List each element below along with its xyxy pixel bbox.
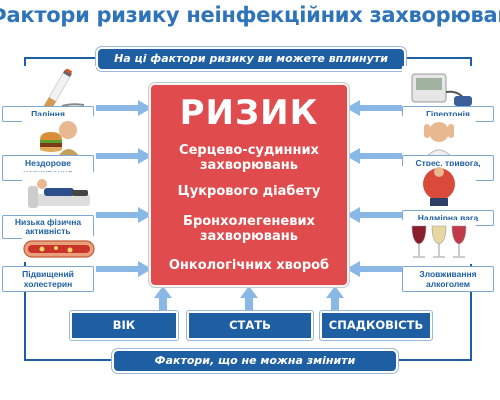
risk-box: РИЗИК Серцево-судинних захворювань Цукро… (151, 85, 347, 285)
overweight-person-icon (402, 166, 476, 210)
sofa-person-icon (22, 172, 96, 216)
nonmodifiable-factors-banner: Фактори, що не можна змінити (112, 349, 398, 373)
page-title: Фактори ризику неінфекційних захворювань (0, 3, 500, 27)
modifiable-factors-banner: На ці фактори ризику ви можете вплинути (96, 47, 406, 71)
connector-line (394, 359, 472, 361)
factor-label: Низька фізична активність (2, 215, 94, 239)
connector-line (24, 359, 112, 361)
cigarette-icon (22, 66, 96, 114)
arrow-right-icon (96, 100, 152, 116)
wine-glasses-icon (402, 220, 476, 264)
blood-pressure-monitor-icon (402, 66, 476, 110)
arrow-up-icon (326, 286, 344, 312)
factor-label: Підвищений холестерин (2, 266, 94, 292)
arrow-left-icon (346, 207, 402, 223)
connector-line (24, 299, 26, 359)
connector-line (404, 57, 472, 59)
risk-item-oncology: Онкологічних хвороб (168, 258, 330, 273)
cholesterol-vessel-icon (22, 236, 96, 262)
arrow-right-icon (96, 261, 152, 277)
risk-item-bronchopulmonary: Бронхолегеневих захворювань (183, 214, 315, 244)
factor-label: Зловживання алкоголем (402, 266, 494, 292)
nonmodifiable-heredity: СПАДКОВІСТЬ (320, 311, 432, 340)
risk-title: РИЗИК (179, 93, 319, 133)
nonmodifiable-sex: СТАТЬ (187, 311, 313, 340)
arrow-left-icon (346, 100, 402, 116)
arrow-up-icon (240, 286, 258, 312)
arrow-right-icon (96, 207, 152, 223)
burger-eating-icon (22, 116, 96, 160)
risk-item-cardiovascular: Серцево-судинних захворювань (179, 143, 319, 173)
connector-line (470, 299, 472, 359)
risk-item-diabetes: Цукрового діабету (177, 184, 321, 199)
connector-line (24, 57, 96, 59)
arrow-left-icon (346, 148, 402, 164)
arrow-left-icon (346, 261, 402, 277)
arrow-right-icon (96, 148, 152, 164)
arrow-up-icon (154, 286, 172, 312)
stressed-person-icon (402, 116, 476, 161)
nonmodifiable-age: ВІК (70, 311, 178, 340)
